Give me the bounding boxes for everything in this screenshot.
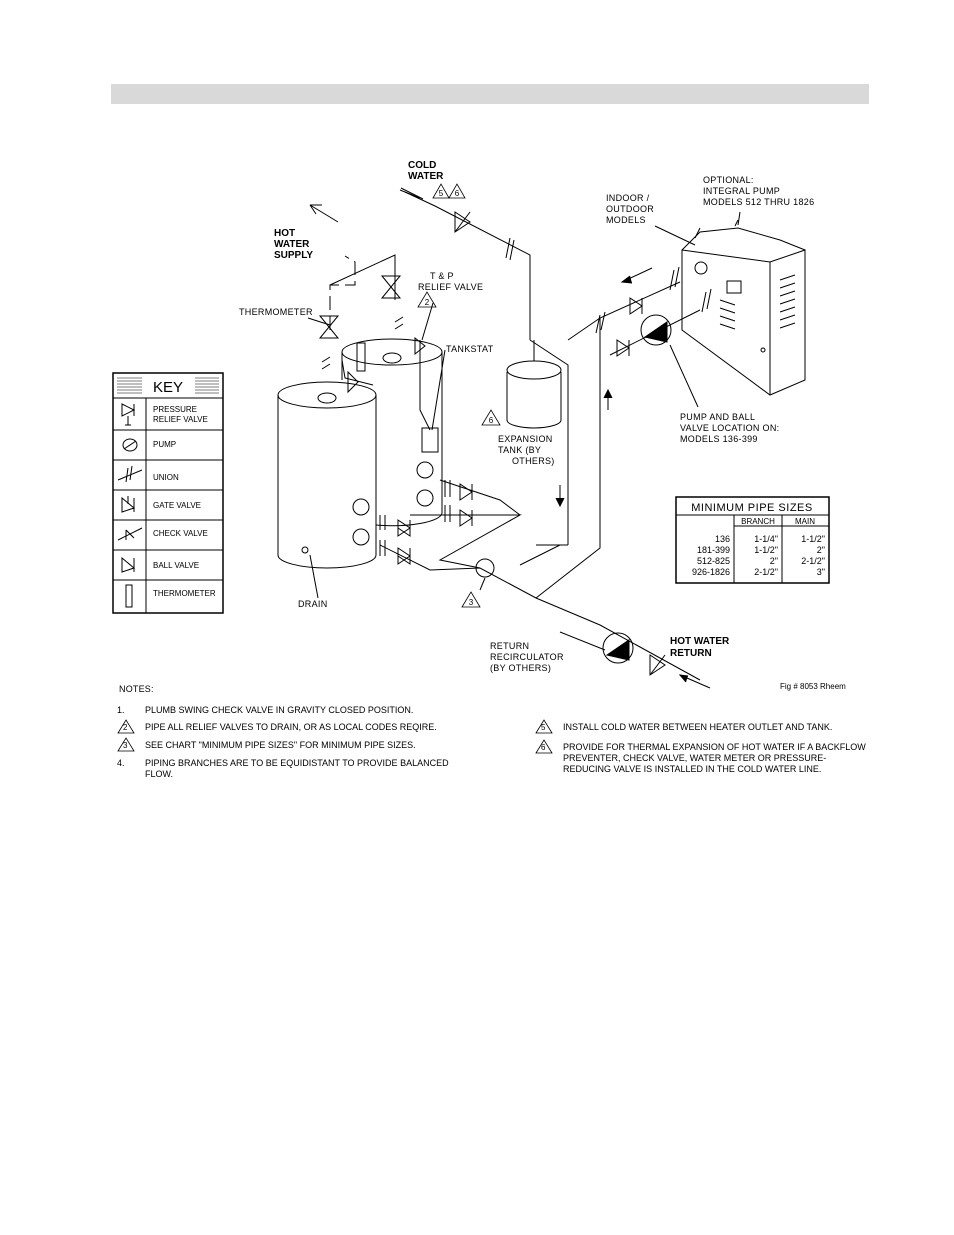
note-text: INSTALL COLD WATER BETWEEN HEATER OUTLET…: [563, 722, 833, 732]
pipe-row-main: 2": [817, 545, 825, 555]
expansion-tank: [506, 340, 562, 429]
hot-water-supply-label: HOT: [274, 228, 295, 239]
note-number: 3: [123, 741, 128, 750]
key-label-union: UNION: [153, 473, 179, 482]
pressure-relief-valve-icon: [121, 403, 136, 426]
union-icon: [117, 465, 143, 483]
return-recirculator-label: RETURN: [490, 641, 529, 651]
pump-icon: [122, 438, 138, 452]
key-label-pressure-2: RELIEF VALVE: [153, 415, 208, 424]
cold-water-label: COLD: [408, 160, 436, 171]
pipe-row-branch: 1-1/4": [754, 534, 778, 544]
pipe-row-main: 2-1/2": [801, 556, 825, 566]
valve-symbols: [318, 211, 666, 676]
pump-location-label-3: MODELS 136-399: [680, 434, 758, 444]
note-text: PIPING BRANCHES ARE TO BE EQUIDISTANT TO…: [145, 758, 449, 779]
hot-water-return-label: HOT WATER: [670, 636, 730, 647]
pipe-row-model: 926-1826: [692, 567, 730, 577]
note-number: 5: [541, 723, 546, 732]
thermometer-label: THERMOMETER: [239, 307, 313, 317]
indoor-outdoor-label-3: MODELS: [606, 215, 646, 225]
hot-water-supply-label-2: WATER: [274, 239, 310, 250]
key-legend: [112, 372, 224, 614]
heater-pump-icon: [640, 314, 672, 346]
flow-arrows: [309, 187, 711, 689]
note-text: PIPE ALL RELIEF VALVES TO DRAIN, OR AS L…: [145, 722, 437, 732]
recirculator-pump-icon: [602, 632, 634, 664]
pipe-row-branch: 2": [770, 556, 778, 566]
note-text: PROVIDE FOR THERMAL EXPANSION OF HOT WAT…: [563, 742, 866, 774]
pipe-table-title: MINIMUM PIPE SIZES: [691, 502, 812, 514]
tankstat-label: TANKSTAT: [446, 344, 494, 354]
key-label-ball-valve: BALL VALVE: [153, 561, 199, 570]
cold-water-label-2: WATER: [408, 171, 444, 182]
callout-6b: 6: [489, 416, 494, 425]
key-label-thermometer: THERMOMETER: [153, 589, 216, 598]
gate-valve-icon: [121, 496, 136, 513]
check-valve-icon: [117, 527, 143, 541]
expansion-tank-label-2: TANK (BY: [498, 445, 541, 455]
thermometer-icon: [125, 584, 133, 608]
note-number: 6: [541, 743, 546, 752]
note-triangle-icon: [535, 739, 553, 754]
note-number: 2: [123, 723, 128, 732]
pipe-row-model: 512-825: [697, 556, 730, 566]
return-recirculator-label-2: RECIRCULATOR: [490, 652, 564, 662]
callout-triangles: [417, 183, 501, 608]
pipe-row-model: 136: [715, 534, 730, 544]
callout-3: 3: [469, 598, 474, 607]
pipe-row-model: 181-399: [697, 545, 730, 555]
union-symbols: [321, 237, 712, 556]
indoor-outdoor-label-2: OUTDOOR: [606, 204, 654, 214]
note-triangle-icon: [117, 719, 135, 734]
note-text: SEE CHART "MINIMUM PIPE SIZES" FOR MINIM…: [145, 740, 416, 750]
pipe-size-table: [675, 496, 830, 584]
piping: [329, 191, 701, 681]
optional-pump-label-3: MODELS 512 THRU 1826: [703, 197, 814, 207]
optional-pump-label-2: INTEGRAL PUMP: [703, 186, 780, 196]
note-triangle-icon: [535, 719, 553, 734]
key-label-check-valve: CHECK VALVE: [153, 529, 208, 538]
indoor-outdoor-label: INDOOR /: [606, 193, 650, 203]
water-heater-unit: [681, 219, 806, 396]
expansion-tank-label-3: OTHERS): [512, 456, 555, 466]
callout-2: 2: [425, 298, 430, 307]
callout-6: 6: [455, 189, 460, 198]
optional-pump-label: OPTIONAL:: [703, 175, 754, 185]
expansion-tank-label: EXPANSION: [498, 434, 553, 444]
note-number: 1.: [117, 705, 125, 715]
key-label-pump: PUMP: [153, 440, 176, 449]
header-bar: [111, 84, 869, 104]
hot-water-supply-label-3: SUPPLY: [274, 250, 313, 261]
key-label-pressure: PRESSURE: [153, 405, 197, 414]
ball-valve-icon: [121, 556, 136, 573]
note-number: 4.: [117, 758, 125, 768]
pump-location-label-2: VALVE LOCATION ON:: [680, 423, 779, 433]
return-recirculator-label-3: (BY OTHERS): [490, 663, 551, 673]
pump-location-label: PUMP AND BALL: [680, 412, 755, 422]
tp-relief-label-2: RELIEF VALVE: [418, 282, 483, 292]
notes-title: NOTES:: [119, 684, 154, 694]
pipe-row-main: 3": [817, 567, 825, 577]
note-text: PLUMB SWING CHECK VALVE IN GRAVITY CLOSE…: [145, 705, 414, 715]
tp-relief-label: T & P: [430, 271, 454, 281]
storage-tank-left: [277, 381, 377, 569]
note-triangle-icon: [117, 737, 135, 752]
key-label-gate-valve: GATE VALVE: [153, 501, 201, 510]
pipe-row-branch: 1-1/2": [754, 545, 778, 555]
storage-tank-right: [341, 338, 443, 527]
hot-water-return-label-2: RETURN: [670, 648, 712, 659]
leader-lines: [307, 211, 741, 651]
pipe-table-col-branch: BRANCH: [741, 517, 775, 526]
pipe-row-main: 1-1/2": [801, 534, 825, 544]
figure-reference: Fig # 8053 Rheem: [780, 682, 846, 691]
pipe-table-col-main: MAIN: [795, 517, 815, 526]
key-title: KEY: [153, 379, 183, 396]
pipe-row-branch: 2-1/2": [754, 567, 778, 577]
callout-5: 5: [439, 189, 444, 198]
drain-label: DRAIN: [298, 599, 328, 609]
